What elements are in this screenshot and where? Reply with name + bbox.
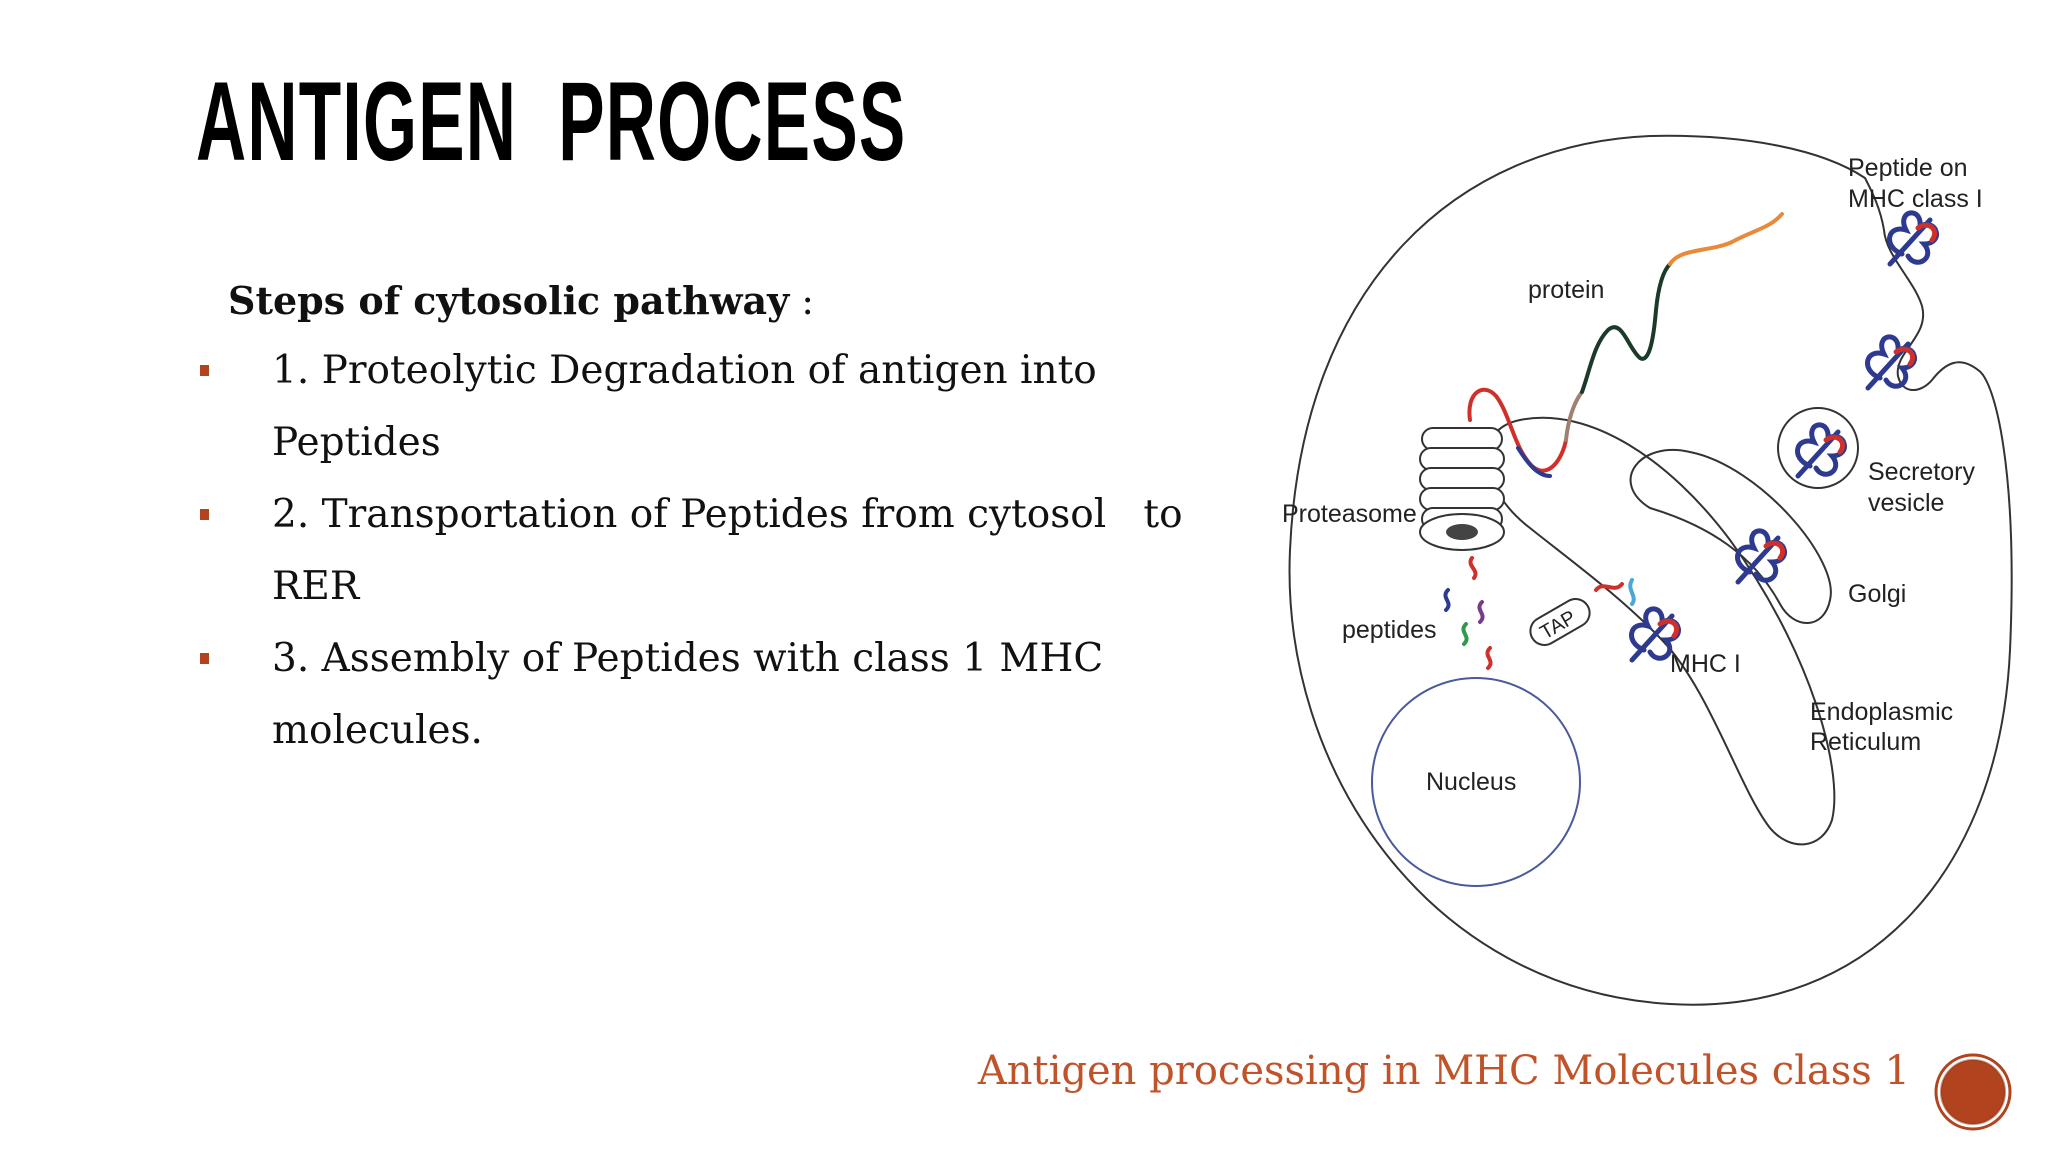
- endoplasmic-reticulum: [1486, 416, 1836, 846]
- nucleus-label: Nucleus: [1426, 768, 1516, 796]
- step-3-label: 3. Assembly of Peptides with class 1 MHC: [272, 635, 1104, 681]
- slide-body: Steps of cytosolic pathway : 1. Proteoly…: [190, 278, 1270, 767]
- step-item-1: 1. Proteolytic Degradation of antigen in…: [190, 335, 1270, 479]
- mhc1-in-golgi: [1738, 531, 1785, 582]
- surface-label-line2: MHC class I: [1848, 185, 1983, 213]
- step-item-2: 2. Transportation of Peptides from cytos…: [190, 479, 1270, 623]
- secretory-vesicle: [1777, 407, 1859, 489]
- step-3-continuation: molecules.: [272, 707, 483, 753]
- slide-caption: Antigen processing in MHC Molecules clas…: [977, 1048, 1910, 1094]
- tap-transporter: TAP: [1529, 598, 1591, 646]
- vesicle-label-line1: Secretory: [1868, 458, 1975, 486]
- cell-membrane: [1288, 134, 2013, 1006]
- mhc1-label: MHC I: [1670, 650, 1741, 678]
- golgi: [1629, 449, 1832, 624]
- proteasome: [1419, 427, 1505, 551]
- step-item-3: 3. Assembly of Peptides with class 1 MHC…: [190, 623, 1270, 767]
- er-label-line2: Reticulum: [1810, 728, 1921, 756]
- step-1-continuation: Peptides: [272, 419, 441, 465]
- mhc1-in-vesicle: [1798, 425, 1845, 476]
- step-2-tail: to RER: [272, 491, 1183, 609]
- step-2-label: 2. Transportation of Peptides from cytos…: [272, 491, 1107, 537]
- proteasome-label: Proteasome: [1282, 500, 1417, 528]
- protein-chain: [1467, 212, 1784, 478]
- protein-label: protein: [1528, 276, 1604, 304]
- steps-list: 1. Proteolytic Degradation of antigen in…: [190, 335, 1270, 767]
- surface-label-line1: Peptide on: [1848, 154, 1968, 182]
- golgi-label: Golgi: [1848, 580, 1906, 608]
- bullet-marker: [200, 508, 209, 520]
- mhc1-on-surface: [1890, 213, 1937, 264]
- peptides-label: peptides: [1342, 616, 1437, 644]
- vesicle-label-line2: vesicle: [1868, 489, 1944, 517]
- er-label-line1: Endoplasmic: [1810, 698, 1953, 726]
- steps-heading-colon: :: [789, 279, 815, 323]
- peptide-fragments: [1443, 556, 1636, 670]
- bullet-marker: [200, 652, 209, 664]
- antigen-processing-diagram: Nucleus Endoplasmic Reticulum Golgi Secr…: [1282, 134, 2013, 1006]
- slide-decoration-circle: [1934, 1053, 2012, 1131]
- steps-heading: Steps of cytosolic pathway :: [228, 278, 1270, 325]
- mhc1-at-membrane: [1868, 337, 1915, 388]
- steps-heading-bold: Steps of cytosolic pathway: [228, 278, 790, 323]
- nucleus: [1371, 677, 1581, 887]
- slide-title: ANTIGEN PROCESS: [196, 59, 907, 184]
- bullet-marker: [200, 364, 209, 376]
- step-1-label: 1. Proteolytic Degradation of antigen in…: [272, 347, 1097, 393]
